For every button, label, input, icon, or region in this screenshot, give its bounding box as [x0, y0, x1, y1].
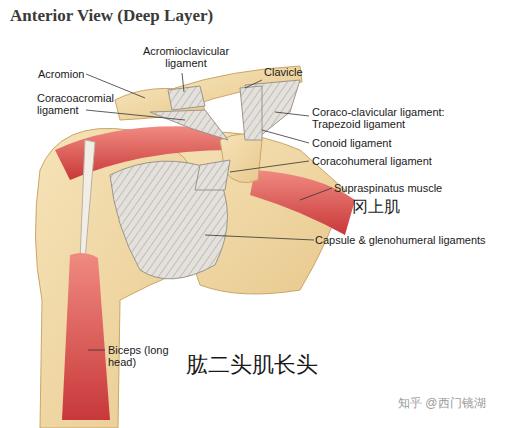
figure-title: Anterior View (Deep Layer)	[10, 6, 213, 26]
watermark: 知乎 @西门镜湖	[398, 396, 513, 410]
muscle-label-cn: 肱二头肌长头	[186, 352, 346, 378]
bone-label: Acromion	[38, 68, 98, 80]
ligament-label: Acromioclavicular ligament	[140, 45, 232, 69]
ligament-label: Coracoacromial ligament	[37, 92, 117, 116]
muscle-label: Supraspinatus muscle	[334, 182, 484, 194]
bone-label: Clavicle	[264, 66, 324, 78]
muscle-label: Biceps (long head)	[108, 344, 178, 368]
ligament-label: Capsule & glenohumeral ligaments	[315, 234, 515, 246]
muscle-label-cn: 冈上肌	[352, 197, 442, 217]
ligament-label: Conoid ligament	[312, 137, 432, 149]
ligament-label: Coracohumeral ligament	[312, 155, 462, 167]
ligament-label: Coraco-clavicular ligament: Trapezoid li…	[312, 106, 462, 130]
